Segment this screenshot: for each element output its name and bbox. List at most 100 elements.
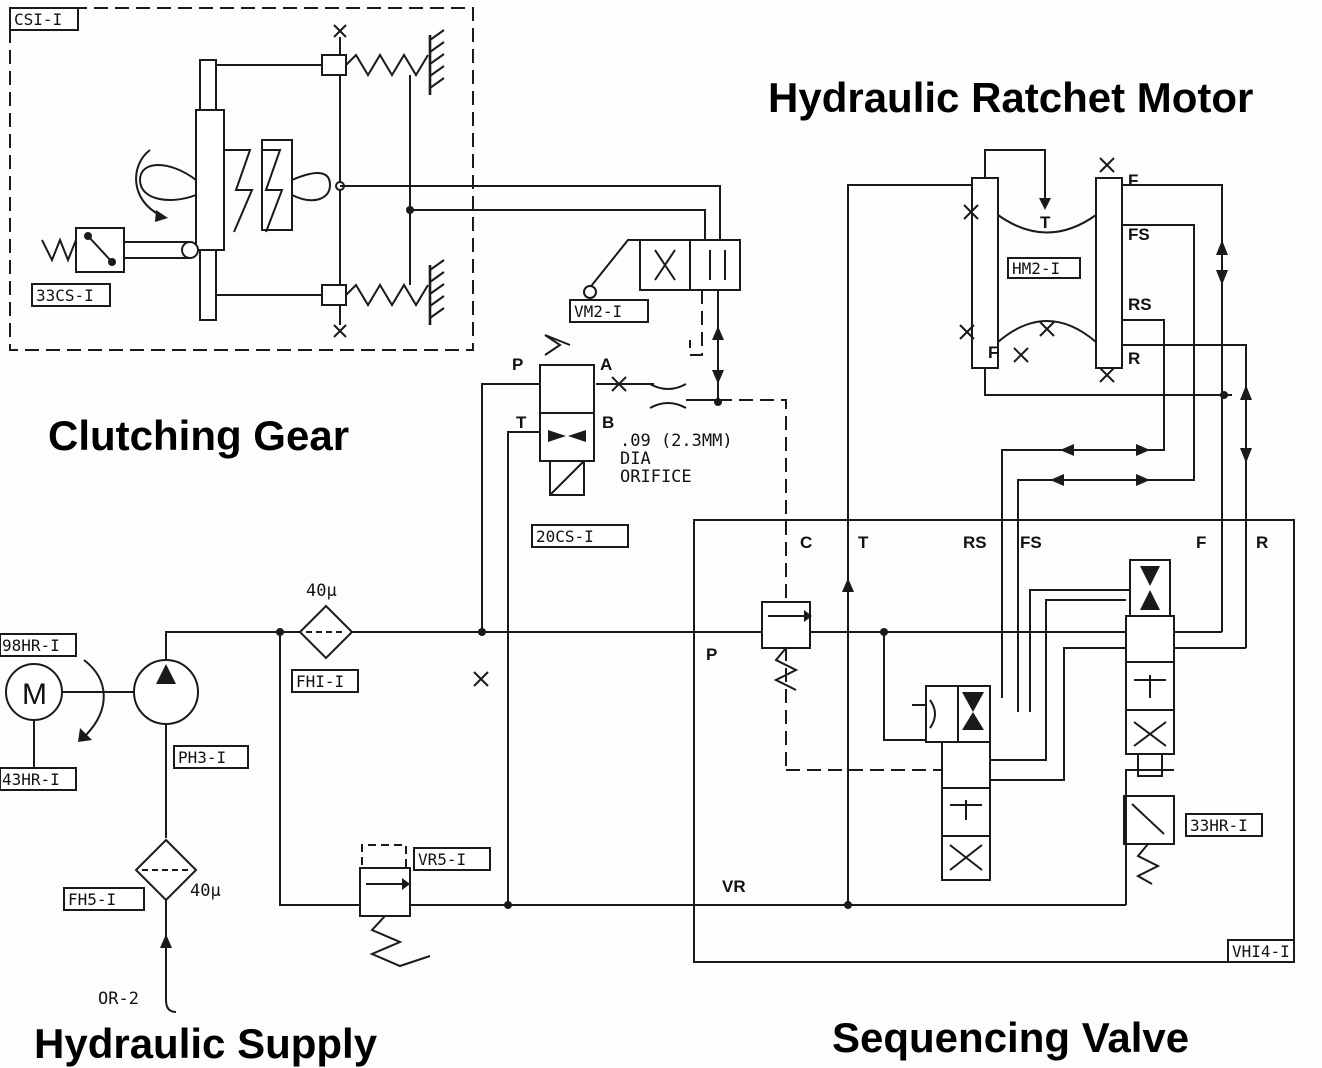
- cs20-plug: [611, 376, 627, 392]
- plug-top: [333, 24, 347, 38]
- vm2-drain: [689, 290, 703, 356]
- rotation-arrow: [135, 149, 161, 216]
- seq-port-c: C: [800, 533, 812, 552]
- hr98-tag-box: [0, 633, 77, 657]
- line-t-return: [847, 184, 972, 905]
- seq-spool-right-stem: [1137, 753, 1163, 777]
- seq-port-p: P: [706, 645, 717, 664]
- cs20-tag-box: [531, 524, 629, 548]
- seq-port-t: T: [858, 533, 869, 552]
- plug-bottom: [333, 324, 347, 338]
- supply-line-label: OR-2: [98, 989, 139, 1009]
- ground-hatch-top: [429, 29, 445, 89]
- motor-letter: M: [22, 678, 47, 711]
- motor-port-r: R: [1128, 349, 1140, 368]
- cs20-port-a: A: [600, 355, 612, 374]
- orifice-size: .09 (2.3MM): [620, 431, 733, 451]
- motor-plug-2: [1099, 157, 1115, 173]
- junction-return-t: [844, 901, 852, 909]
- orifice-dia: DIA: [620, 449, 651, 469]
- junction-seq-p: [880, 628, 888, 636]
- clutch-teeth-right: [262, 149, 284, 233]
- seq-spool-left-pilot: [912, 699, 936, 729]
- seq-port-fs: FS: [1020, 533, 1042, 552]
- csi-tag: CSI-I: [14, 10, 62, 29]
- seq-internal-4: [990, 647, 1126, 781]
- motor-plug-1: [963, 204, 979, 220]
- sequencing-valve-group: VHI4-I C T RS FS F R P VR: [693, 519, 1295, 963]
- orifice-symbol-2: [649, 402, 687, 409]
- relief-valve-vr5: [359, 867, 411, 917]
- title-sequencing-valve: Sequencing Valve: [832, 1014, 1189, 1061]
- relief-feed-line: [279, 632, 360, 906]
- line-rs: [1001, 319, 1165, 698]
- motor-plug-3: [959, 324, 975, 340]
- cs20-port-b: B: [602, 413, 614, 432]
- fh5-rating: 40µ: [190, 881, 221, 901]
- return-to-spool: [1125, 769, 1174, 905]
- sequencing-valve-boundary: [693, 519, 1295, 963]
- motor-port-t: T: [1040, 213, 1051, 232]
- cs20-tag: 20CS-I: [536, 527, 594, 546]
- ph3-tag: PH3-I: [178, 748, 226, 767]
- drive-shaft-left: [138, 164, 197, 201]
- seq-spool-right-block: [1134, 675, 1166, 698]
- motor-plug-5: [1099, 367, 1115, 383]
- line-r: [1122, 344, 1247, 648]
- seq-port-f: F: [1196, 533, 1206, 552]
- cs20-spring: [544, 334, 571, 356]
- ratchet-motor-group: T HM2-I F F FS RS R: [959, 149, 1152, 383]
- motor-plug-4: [1039, 321, 1055, 337]
- fh1-tag-box: [291, 669, 359, 693]
- cs20-valve-group: P A T B .09 (2.3MM) DIA ORIFICE 20CS-I: [473, 334, 787, 905]
- seq-spool-left-cross: [949, 844, 983, 871]
- seq-spool-right-cross: [1133, 721, 1167, 747]
- motor-port-rs: RS: [1128, 295, 1152, 314]
- plug-p-line: [473, 671, 489, 687]
- seq-internal-3: [990, 599, 1126, 761]
- hm2-tag: HM2-I: [1012, 259, 1060, 278]
- motor-lines: [842, 184, 1252, 905]
- switch-roller: [181, 241, 199, 259]
- vm2-cross: [654, 249, 676, 281]
- line-fs: [1017, 224, 1195, 712]
- title-clutching-gear: Clutching Gear: [48, 412, 349, 459]
- fh1-tag: FHI-I: [296, 672, 344, 691]
- seq-spool-left-block: [950, 800, 982, 820]
- motor-vane-bottom: [997, 320, 1097, 343]
- cs20-t-line: [507, 431, 540, 905]
- cs20-port-p: P: [512, 355, 523, 374]
- line-f: [1122, 184, 1223, 632]
- pilot-dashed-line: [718, 399, 787, 770]
- arrows-f: [1216, 240, 1228, 285]
- clutch-pilot-line-2: [410, 209, 706, 240]
- cylinder-bottom: [321, 284, 347, 306]
- vm2-lever: [587, 239, 640, 291]
- hydraulic-supply-group: 98HR-I M 43HR-I PH3-I FH5-I 40µ OR-2 40µ…: [0, 581, 1174, 1013]
- switch-spring: [41, 237, 77, 263]
- seq-port-vr: VR: [722, 877, 746, 896]
- vm2-arrows: [712, 326, 724, 384]
- orifice-symbol-1: [649, 383, 687, 390]
- motor-body-right: [1095, 177, 1123, 369]
- clutch-teeth-left: [224, 149, 254, 233]
- motor-plug-6: [1013, 347, 1029, 363]
- spring-bottom: [345, 283, 429, 307]
- switch-blade: [87, 235, 113, 263]
- pump-out-line: [165, 631, 300, 660]
- vr5-arrowhead: [402, 878, 410, 890]
- clutch-pilot-line-1: [340, 185, 721, 240]
- motor-vane-top: [997, 214, 1097, 234]
- hr43-tag: 43HR-I: [2, 770, 60, 789]
- fh5-tag-box: [63, 887, 145, 911]
- supply-inlet-line: [165, 900, 177, 1013]
- seq-internal-2: [1029, 589, 1130, 712]
- title-hydraulic-supply: Hydraulic Supply: [34, 1020, 378, 1067]
- cylinder-top: [321, 54, 347, 76]
- clutching-gear-group: CSI-I: [9, 7, 474, 351]
- csi-tag-box: [9, 7, 79, 31]
- motor-port-fs: FS: [1128, 225, 1150, 244]
- seq-relief-arrowhead: [804, 610, 812, 622]
- seq-spool-right-check: [1140, 566, 1160, 610]
